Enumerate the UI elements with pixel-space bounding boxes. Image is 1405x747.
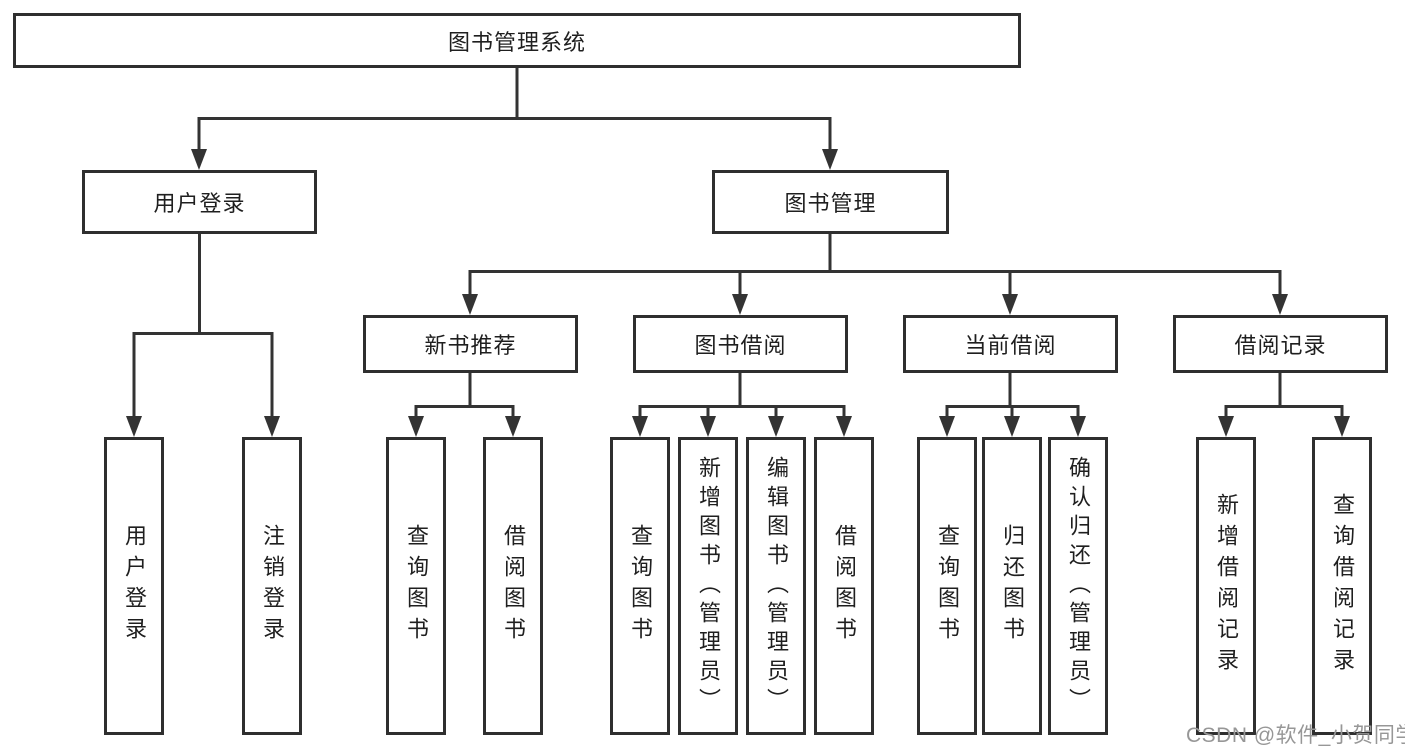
leaf-query-borrow-record: 查询借阅记录 bbox=[1312, 437, 1372, 735]
connector-root-to-level2 bbox=[191, 68, 838, 170]
arrowhead-icon bbox=[632, 416, 648, 437]
arrowhead-icon bbox=[732, 294, 748, 315]
connector-borrow-records-to-leaves bbox=[1218, 373, 1350, 437]
connector-book-management-to-level3 bbox=[462, 234, 1288, 315]
leaf-query-books-recommend-label: 查询图书 bbox=[404, 524, 429, 648]
leaf-query-books-current: 查询图书 bbox=[917, 437, 977, 735]
node-book-management: 图书管理 bbox=[712, 170, 949, 234]
node-root: 图书管理系统 bbox=[13, 13, 1021, 68]
node-new-book-recommend: 新书推荐 bbox=[363, 315, 578, 373]
leaf-query-books-recommend: 查询图书 bbox=[386, 437, 446, 735]
arrowhead-icon bbox=[822, 149, 838, 170]
node-book-borrow-label: 图书借阅 bbox=[694, 333, 787, 358]
arrowhead-icon bbox=[1070, 416, 1086, 437]
leaf-edit-book-admin-label: 编辑图书（管理员） bbox=[764, 455, 789, 717]
leaf-add-book-admin-label: 新增图书（管理员） bbox=[696, 455, 721, 717]
node-new-book-recommend-label: 新书推荐 bbox=[424, 333, 517, 358]
connector-book-borrow-to-leaves bbox=[632, 373, 852, 437]
leaf-logout-label: 注销登录 bbox=[260, 524, 285, 648]
node-book-borrow: 图书借阅 bbox=[633, 315, 848, 373]
leaf-logout: 注销登录 bbox=[242, 437, 302, 735]
leaf-borrow-books: 借阅图书 bbox=[814, 437, 874, 735]
leaf-return-books: 归还图书 bbox=[982, 437, 1042, 735]
leaf-confirm-return-admin: 确认归还（管理员） bbox=[1048, 437, 1108, 735]
connector-line bbox=[197, 68, 832, 151]
node-current-borrow: 当前借阅 bbox=[903, 315, 1118, 373]
connector-new-book-recommend-to-leaves bbox=[408, 373, 521, 437]
arrowhead-icon bbox=[1334, 416, 1350, 437]
arrowhead-icon bbox=[836, 416, 852, 437]
connector-line bbox=[638, 373, 846, 418]
leaf-add-borrow-record: 新增借阅记录 bbox=[1196, 437, 1256, 735]
connector-line bbox=[132, 234, 274, 418]
csdn-watermark: CSDN @软件_小贺同学 bbox=[1186, 724, 1405, 747]
node-user-login: 用户登录 bbox=[82, 170, 317, 234]
node-user-login-label: 用户登录 bbox=[153, 191, 246, 216]
node-root-label: 图书管理系统 bbox=[447, 29, 586, 55]
arrowhead-icon bbox=[1272, 294, 1288, 315]
leaf-add-book-admin: 新增图书（管理员） bbox=[678, 437, 738, 735]
arrowhead-icon bbox=[264, 416, 280, 437]
leaf-confirm-return-admin-label: 确认归还（管理员） bbox=[1066, 455, 1091, 717]
connector-current-borrow-to-leaves bbox=[939, 373, 1086, 437]
connector-line bbox=[1224, 373, 1344, 418]
node-borrow-records-label: 借阅记录 bbox=[1234, 333, 1327, 358]
connector-user-login-to-leaves bbox=[126, 234, 280, 437]
leaf-borrow-books-recommend: 借阅图书 bbox=[483, 437, 543, 735]
arrowhead-icon bbox=[1004, 416, 1020, 437]
node-book-management-label: 图书管理 bbox=[784, 191, 877, 216]
connector-line bbox=[414, 373, 515, 418]
leaf-user-login-label: 用户登录 bbox=[122, 524, 147, 648]
arrowhead-icon bbox=[768, 416, 784, 437]
arrowhead-icon bbox=[126, 416, 142, 437]
leaf-borrow-books-label: 借阅图书 bbox=[832, 524, 857, 648]
node-current-borrow-label: 当前借阅 bbox=[964, 333, 1057, 358]
arrowhead-icon bbox=[505, 416, 521, 437]
connector-line bbox=[468, 234, 1282, 296]
leaf-query-borrow-record-label: 查询借阅记录 bbox=[1330, 493, 1355, 679]
leaf-borrow-books-recommend-label: 借阅图书 bbox=[501, 524, 526, 648]
leaf-query-books-borrow: 查询图书 bbox=[610, 437, 670, 735]
arrowhead-icon bbox=[939, 416, 955, 437]
arrowhead-icon bbox=[462, 294, 478, 315]
leaf-query-books-borrow-label: 查询图书 bbox=[628, 524, 653, 648]
leaf-return-books-label: 归还图书 bbox=[1000, 524, 1025, 648]
arrowhead-icon bbox=[408, 416, 424, 437]
leaf-add-borrow-record-label: 新增借阅记录 bbox=[1214, 493, 1239, 679]
arrowhead-icon bbox=[700, 416, 716, 437]
node-borrow-records: 借阅记录 bbox=[1173, 315, 1388, 373]
arrowhead-icon bbox=[191, 149, 207, 170]
leaf-edit-book-admin: 编辑图书（管理员） bbox=[746, 437, 806, 735]
leaf-user-login: 用户登录 bbox=[104, 437, 164, 735]
connector-line bbox=[945, 373, 1080, 418]
leaf-query-books-current-label: 查询图书 bbox=[935, 524, 960, 648]
arrowhead-icon bbox=[1218, 416, 1234, 437]
arrowhead-icon bbox=[1002, 294, 1018, 315]
